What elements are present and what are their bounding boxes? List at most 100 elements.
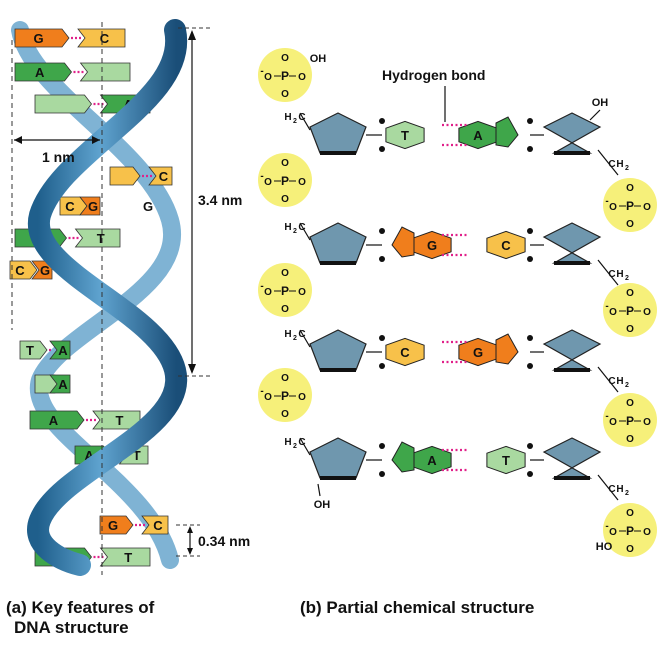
phosphate-o-left: O [264, 72, 272, 83]
base-left-letter: A [35, 65, 45, 80]
ch2-2: 2 [625, 382, 629, 389]
base-letter: A [473, 128, 483, 143]
phosphate-minus: - [605, 301, 608, 312]
base-second-ring [391, 441, 415, 473]
ch2-h: H [616, 484, 623, 495]
phosphate-minus: - [605, 411, 608, 422]
atom-dot [379, 146, 385, 152]
sugar-left [309, 112, 367, 155]
sugar-ring [542, 329, 602, 371]
phosphate-o-bottom: O [281, 89, 289, 100]
base-second-ring [495, 333, 519, 365]
ch2-h: H [284, 222, 291, 233]
phosphate-o-bottom: O [626, 434, 634, 445]
phosphate-minus: - [260, 386, 263, 397]
base-right-letter: T [116, 413, 124, 428]
phosphate-o-top: O [281, 158, 289, 169]
base-right-letter: C [159, 169, 169, 184]
base-letter: T [401, 128, 409, 143]
phosphate-o-bottom: O [626, 324, 634, 335]
measure-1nm-label: 1 nm [42, 149, 75, 165]
phosphate-p: P [281, 69, 289, 83]
phosphate-o-bottom: O [626, 544, 634, 555]
nitrogenous-base: G [391, 226, 452, 260]
phosphate-o-right: O [298, 287, 306, 298]
base-pair: A [34, 374, 71, 394]
sugar-ring [309, 437, 367, 479]
ch2-h: H [616, 159, 623, 170]
base-right-letter: C [153, 518, 163, 533]
backbone-strand-front [27, 19, 188, 576]
phosphate-minus: - [260, 66, 263, 77]
phosphate-minus: - [605, 521, 608, 532]
phosphate-minus: - [260, 171, 263, 182]
phosphate-circle [603, 283, 657, 337]
base-pair: C [109, 166, 173, 186]
phosphate-circle [603, 178, 657, 232]
base-right-letter: C [100, 31, 110, 46]
base-left [19, 340, 48, 360]
atom-dot [527, 146, 533, 152]
ch2-2: 2 [293, 335, 297, 342]
base-right [49, 374, 71, 394]
caption-panel-a: (a) Key features of DNA structure [6, 598, 226, 638]
sugar-ring [309, 222, 367, 264]
phosphate-p: P [281, 174, 289, 188]
bond [299, 222, 311, 241]
base-second-ring [391, 226, 415, 258]
phosphate-o-left: O [264, 287, 272, 298]
phosphate-circle [258, 263, 312, 317]
base-left-letter: G [108, 518, 118, 533]
sugar-ring [309, 329, 367, 371]
nitrogenous-base: G [458, 333, 519, 367]
phosphate-p: P [626, 414, 634, 428]
caption-panel-a-line1: (a) Key features of [6, 598, 155, 617]
base-left-letter: C [15, 263, 25, 278]
bond [317, 483, 321, 497]
sugar-left [309, 329, 367, 372]
phosphate-o-right: O [643, 202, 651, 213]
phosphate-circle [603, 503, 657, 557]
measure-1nm-arrow-left [14, 136, 22, 144]
phosphate-o-left: O [609, 202, 617, 213]
base-right-letter: A [58, 377, 68, 392]
phosphate-p: P [626, 199, 634, 213]
base-right-letter: A [58, 343, 68, 358]
ch2-h: H [616, 376, 623, 387]
base-right-letter: T [97, 231, 105, 246]
base-letter: T [502, 453, 510, 468]
phosphate-o-bottom: O [281, 194, 289, 205]
ch2-2: 2 [625, 490, 629, 497]
atom-dot [527, 443, 533, 449]
base-right [31, 260, 53, 280]
atom-dot [379, 256, 385, 262]
phosphate-o-bottom: O [281, 304, 289, 315]
ch2-c: C [298, 329, 305, 340]
base-pair: A [14, 62, 131, 82]
sugar-ring [542, 112, 602, 154]
sugar-ring [542, 437, 602, 479]
measure-3-4nm-label-bg [196, 190, 248, 210]
phosphate-p: P [626, 304, 634, 318]
phosphate-p: P [281, 284, 289, 298]
base-right-letter: G [88, 199, 98, 214]
sugar-left [309, 222, 367, 265]
base-letter: A [427, 453, 437, 468]
base-left-letter: T [26, 343, 34, 358]
atom-dot [379, 443, 385, 449]
ch2-h: H [284, 437, 291, 448]
ch2-h: H [284, 329, 291, 340]
ch2-c: C [298, 437, 305, 448]
